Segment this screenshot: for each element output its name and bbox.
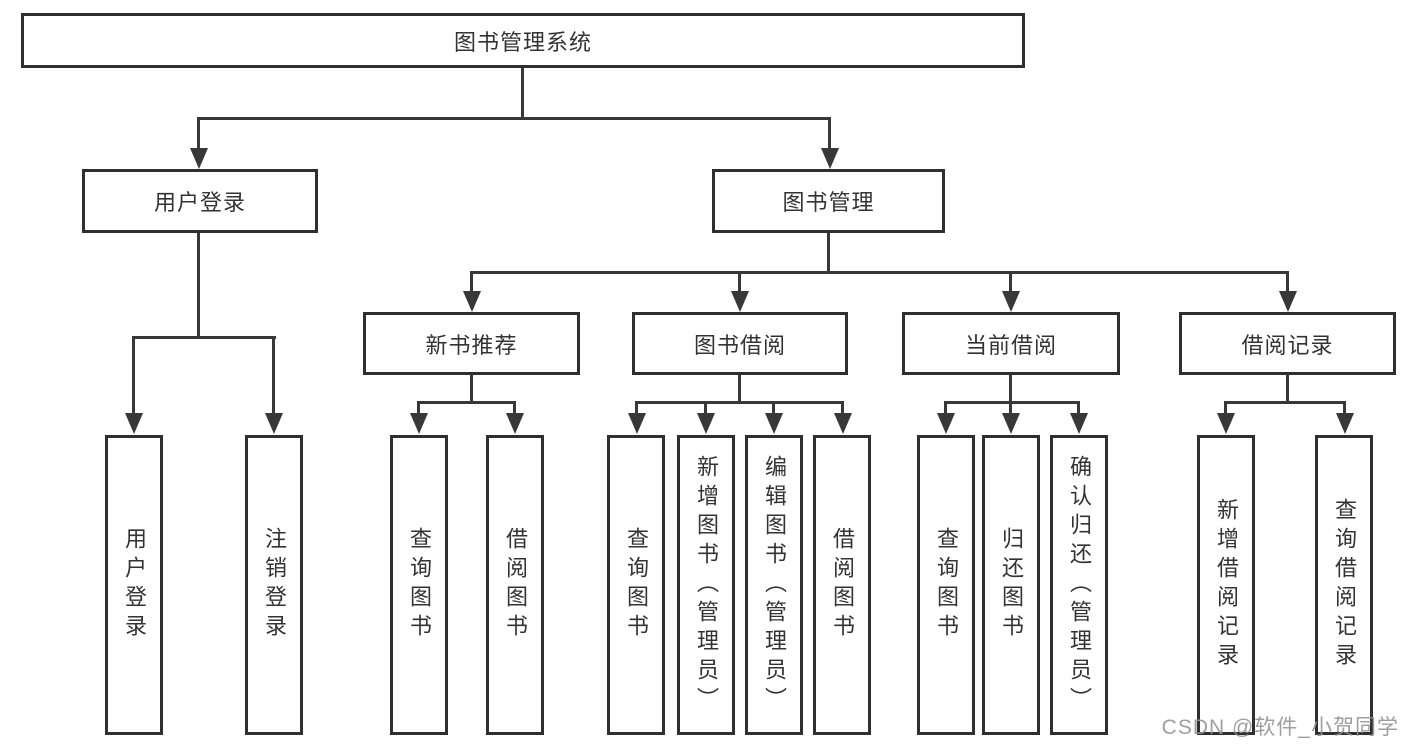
arrowhead-down-icon [1217, 413, 1235, 434]
leaf-borrowing-query-books: 查询图书 [607, 435, 665, 735]
leaf-borrowing-borrow-books: 借阅图书 [813, 435, 871, 735]
arrowhead-down-icon [731, 291, 749, 312]
connector-line [470, 271, 473, 294]
node-label: 借阅图书 [830, 527, 855, 643]
node-current-borrowing: 当前借阅 [902, 312, 1120, 375]
leaf-records-query-borrow-record: 查询借阅记录 [1315, 435, 1373, 735]
leaf-current-confirm-return-admin: 确认归还（管理员） [1050, 435, 1108, 735]
connector-line [132, 336, 276, 339]
node-user-login: 用户登录 [82, 169, 318, 233]
connector-line [704, 401, 707, 415]
connector-line [1343, 401, 1346, 415]
node-borrowing-records: 借阅记录 [1179, 312, 1396, 375]
connector-line [1009, 271, 1012, 294]
node-label: 新增图书（管理员） [694, 454, 719, 716]
node-book-borrowing: 图书借阅 [632, 312, 848, 375]
connector-line [197, 117, 200, 150]
leaf-current-query-books: 查询图书 [917, 435, 975, 735]
arrowhead-down-icon [506, 413, 524, 434]
connector-line [417, 401, 420, 415]
leaf-borrowing-edit-books-admin: 编辑图书（管理员） [745, 435, 803, 735]
connector-line [417, 401, 516, 404]
node-label: 图书管理 [782, 190, 875, 215]
node-label: 查询图书 [407, 527, 432, 643]
connector-line [197, 233, 200, 339]
node-label: 用户登录 [122, 527, 147, 643]
arrowhead-down-icon [410, 413, 428, 434]
arrowhead-down-icon [1336, 413, 1354, 434]
connector-line [827, 233, 830, 274]
connector-line [521, 68, 524, 120]
node-label: 查询图书 [934, 527, 959, 643]
node-label: 借阅图书 [503, 527, 528, 643]
connector-line [1224, 401, 1227, 415]
node-label: 新书推荐 [425, 332, 518, 358]
leaf-current-return-books: 归还图书 [982, 435, 1040, 735]
node-library-management-system: 图书管理系统 [21, 13, 1025, 68]
connector-line [944, 401, 1080, 404]
connector-line [1077, 401, 1080, 415]
leaf-logout: 注销登录 [245, 435, 303, 735]
arrowhead-down-icon [628, 413, 646, 434]
leaf-records-add-borrow-record: 新增借阅记录 [1197, 435, 1255, 735]
connector-line [513, 401, 516, 415]
node-label: 借阅记录 [1241, 332, 1334, 358]
node-label: 归还图书 [999, 527, 1024, 643]
connector-line [470, 375, 473, 404]
arrowhead-down-icon [1002, 291, 1020, 312]
node-label: 图书借阅 [693, 332, 786, 358]
leaf-recommend-query-books: 查询图书 [390, 435, 448, 735]
connector-line [635, 401, 638, 415]
node-book-management: 图书管理 [712, 169, 945, 233]
arrowhead-down-icon [834, 413, 852, 434]
leaf-borrowing-add-books-admin: 新增图书（管理员） [677, 435, 735, 735]
arrowhead-down-icon [1002, 413, 1020, 434]
leaf-user-login: 用户登录 [105, 435, 163, 735]
arrowhead-down-icon [765, 413, 783, 434]
connector-line [197, 117, 831, 120]
connector-line [738, 271, 741, 294]
connector-line [841, 401, 844, 415]
connector-line [272, 336, 275, 415]
arrowhead-down-icon [125, 413, 143, 434]
node-label: 用户登录 [153, 190, 246, 215]
node-label: 查询图书 [624, 527, 649, 643]
connector-line [738, 375, 741, 404]
arrowhead-down-icon [190, 148, 208, 169]
connector-line [1009, 375, 1012, 404]
node-label: 确认归还（管理员） [1067, 454, 1092, 716]
connector-line [1224, 401, 1345, 404]
arrowhead-down-icon [937, 413, 955, 434]
node-label: 新增借阅记录 [1214, 498, 1239, 672]
connector-line [1286, 271, 1289, 294]
connector-line [772, 401, 775, 415]
connector-line [470, 271, 1289, 274]
arrowhead-down-icon [1279, 291, 1297, 312]
arrowhead-down-icon [265, 413, 283, 434]
leaf-recommend-borrow-books: 借阅图书 [486, 435, 544, 735]
csdn-watermark: CSDN @软件_小贺同学 [1161, 716, 1399, 739]
connector-line [1009, 401, 1012, 415]
connector-line [132, 336, 135, 415]
node-label: 查询借阅记录 [1332, 498, 1357, 672]
arrowhead-down-icon [1070, 413, 1088, 434]
node-label: 注销登录 [262, 527, 287, 643]
connector-line [944, 401, 947, 415]
node-label: 图书管理系统 [453, 29, 592, 55]
arrowhead-down-icon [463, 291, 481, 312]
node-new-book-recommend: 新书推荐 [363, 312, 580, 375]
node-label: 编辑图书（管理员） [762, 454, 787, 716]
connector-line [635, 401, 844, 404]
node-label: 当前借阅 [964, 332, 1057, 358]
arrowhead-down-icon [821, 148, 839, 169]
arrowhead-down-icon [697, 413, 715, 434]
connector-line [828, 117, 831, 150]
connector-line [1286, 375, 1289, 404]
